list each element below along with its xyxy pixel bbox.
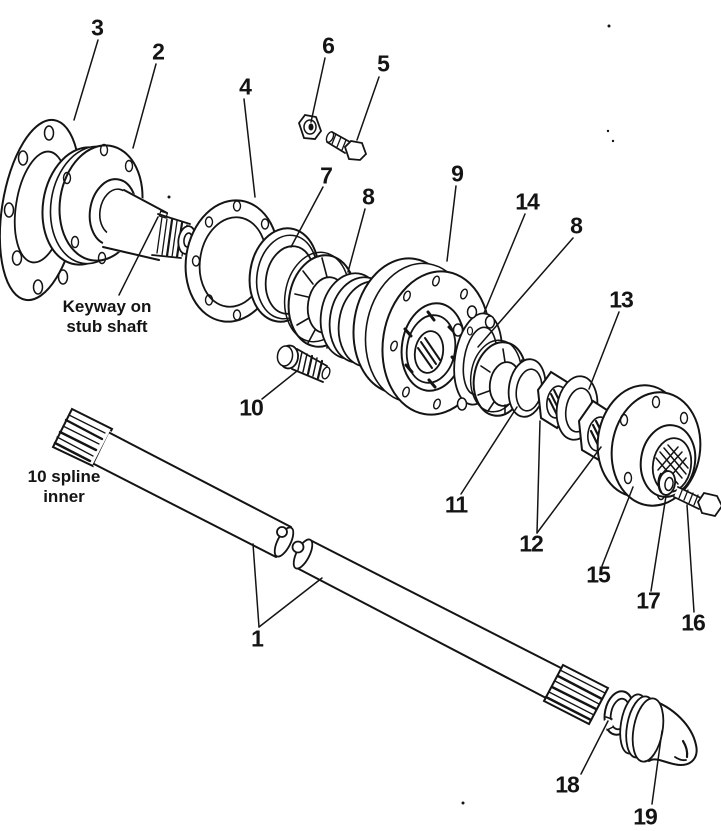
part-2-stub-shaft-flange (41, 143, 197, 266)
callout-10: 10 (239, 394, 264, 421)
part-15-drive-flange (596, 384, 702, 507)
callout-3: 3 (91, 14, 104, 41)
callout-6: 6 (322, 32, 335, 59)
callout-leader-lines (73, 39, 695, 805)
part-11-washer (507, 358, 547, 418)
part-10-wheel-stud (276, 344, 331, 383)
note-spline-line1: 10 spline (27, 467, 101, 486)
note-keyway-line2: stub shaft (66, 317, 148, 336)
callout-16: 16 (681, 609, 706, 636)
callout-4: 4 (239, 73, 252, 100)
callout-12: 12 (519, 530, 544, 557)
part-17-lock-washer (657, 470, 677, 496)
note-keyway-on-stub-shaft: Keyway on stub shaft (63, 297, 152, 337)
callout-11: 11 (444, 491, 468, 518)
callout-19: 19 (633, 803, 658, 830)
callout-8-inner: 8 (570, 212, 583, 239)
callout-18: 18 (555, 771, 580, 798)
callout-8-outer: 8 (362, 183, 375, 210)
callout-17: 17 (636, 587, 661, 614)
callout-14: 14 (515, 188, 540, 215)
callout-9: 9 (451, 160, 464, 187)
callout-2: 2 (152, 38, 165, 65)
note-10-spline-inner: 10 spline inner (28, 467, 101, 507)
part-16-bolt (673, 486, 721, 518)
part-1-axle-shaft-upper (51, 407, 295, 560)
scan-noise-dots (167, 24, 615, 805)
callout-7: 7 (320, 162, 333, 189)
part-1-axle-shaft-lower (291, 538, 610, 726)
callout-13: 13 (609, 286, 634, 313)
part-5-bolt (325, 131, 368, 161)
callout-15: 15 (586, 561, 611, 588)
callout-1: 1 (251, 625, 264, 652)
callout-5: 5 (377, 50, 390, 77)
note-spline-line2: inner (43, 487, 85, 506)
note-keyway-line1: Keyway on (62, 297, 152, 316)
part-19-dust-cap (619, 693, 698, 767)
part-6-nut (297, 114, 323, 140)
